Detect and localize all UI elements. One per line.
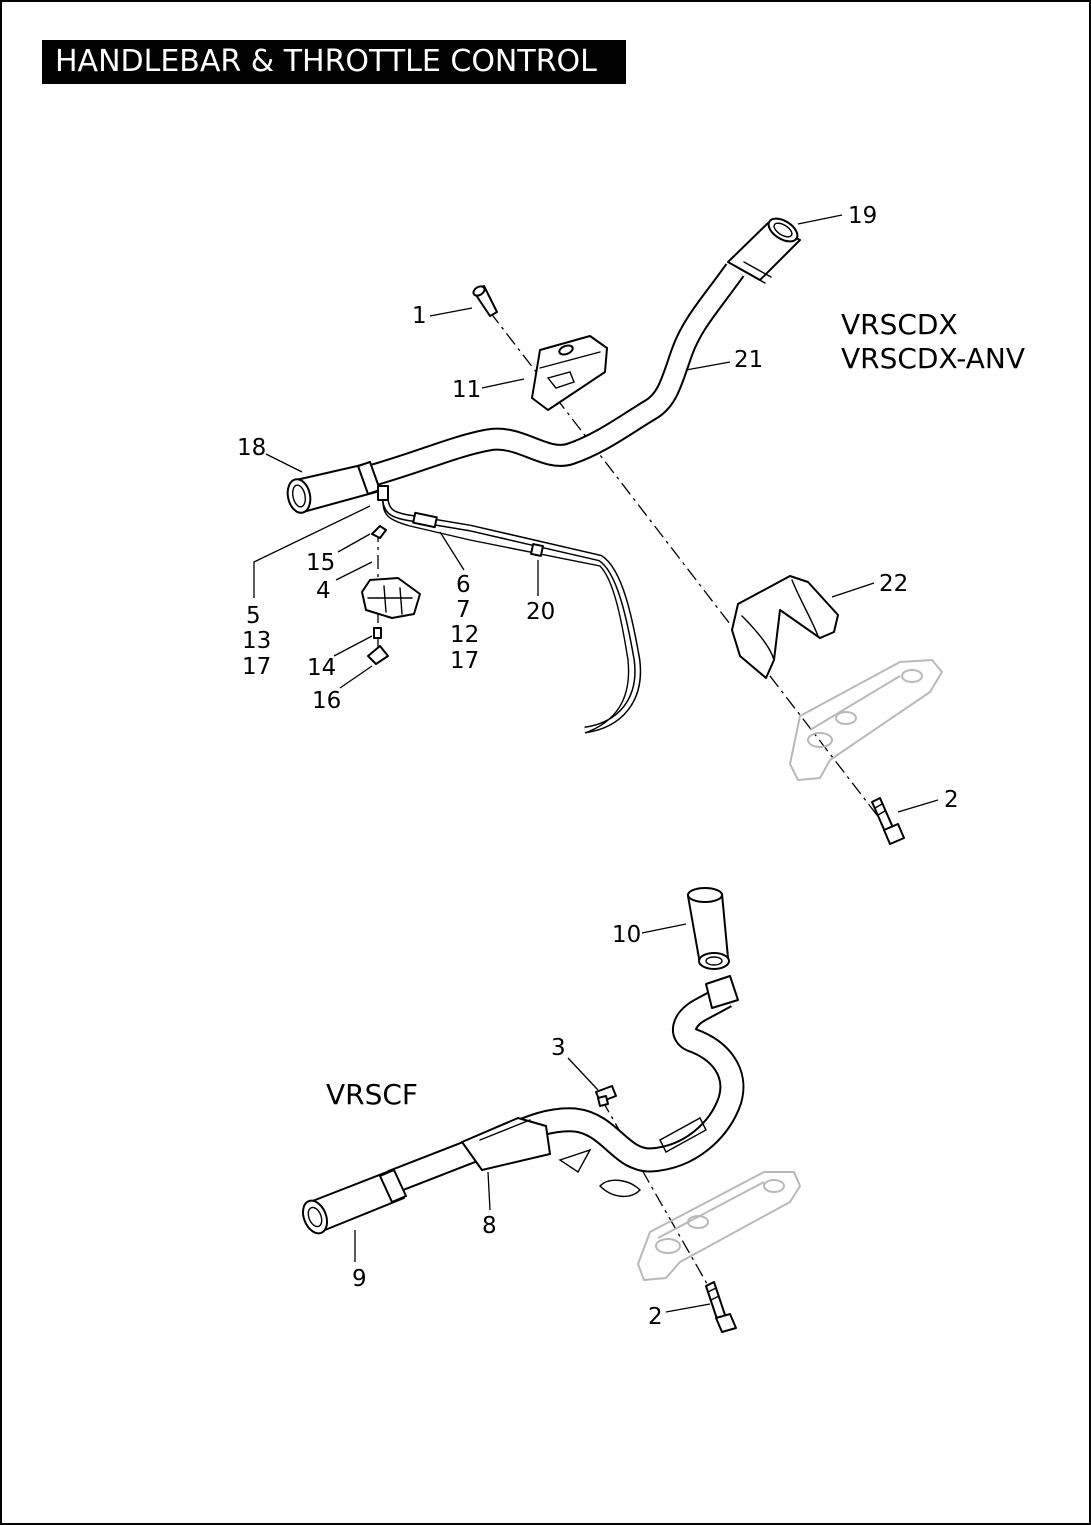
- bolt-2-top: [871, 797, 905, 845]
- callout-2-bottom: 2: [648, 1304, 663, 1330]
- right-grip-bottom: [687, 887, 739, 1009]
- callout-8: 8: [482, 1213, 497, 1239]
- handlebar-tube-bottom: [387, 984, 745, 1197]
- callout-1: 1: [412, 303, 427, 329]
- callout-21: 21: [734, 347, 763, 373]
- callout-3: 3: [551, 1035, 566, 1061]
- callout-17-left: 17: [242, 654, 271, 680]
- callout-2-top: 2: [944, 787, 959, 813]
- model-label-vrscdx: VRSCDX: [841, 308, 958, 341]
- callout-12: 12: [450, 622, 479, 648]
- left-grip-top: [286, 461, 381, 514]
- callout-4: 4: [316, 578, 331, 604]
- screw-1: [472, 285, 498, 317]
- leader-lines: [253, 214, 939, 1313]
- callout-18: 18: [237, 435, 266, 461]
- riser-ghost-bottom: [637, 1171, 801, 1281]
- callout-10: 10: [612, 922, 641, 948]
- callout-5: 5: [246, 603, 261, 629]
- callout-14: 14: [307, 655, 336, 681]
- screw-3: [595, 1085, 617, 1107]
- callout-6: 6: [456, 572, 471, 598]
- model-label-vrscdx-anv: VRSCDX-ANV: [841, 342, 1025, 375]
- left-grip-bottom: [301, 1169, 407, 1235]
- callout-11: 11: [452, 377, 481, 403]
- callout-16: 16: [312, 688, 341, 714]
- page-title: HANDLEBAR & THROTTLE CONTROL: [42, 40, 626, 84]
- callout-9: 9: [352, 1266, 367, 1292]
- riser-block-8: [461, 1117, 551, 1171]
- handlebar-tube-top: [366, 263, 745, 488]
- throttle-housing-4: [361, 525, 421, 665]
- callout-17-right: 17: [450, 648, 479, 674]
- callout-7: 7: [456, 597, 471, 623]
- callout-22: 22: [879, 571, 908, 597]
- riser-ghost-top: [789, 659, 943, 781]
- callout-19: 19: [848, 203, 877, 229]
- riser-cap-11: [531, 335, 608, 411]
- model-label-vrscf: VRSCF: [326, 1078, 418, 1111]
- callout-15: 15: [306, 550, 335, 576]
- riser-clamp-22: [731, 575, 839, 679]
- callout-13: 13: [242, 628, 271, 654]
- callout-20: 20: [526, 599, 555, 625]
- bolt-2-bottom: [705, 1281, 737, 1333]
- throttle-cables: [377, 485, 642, 734]
- right-grip-top: [727, 217, 801, 284]
